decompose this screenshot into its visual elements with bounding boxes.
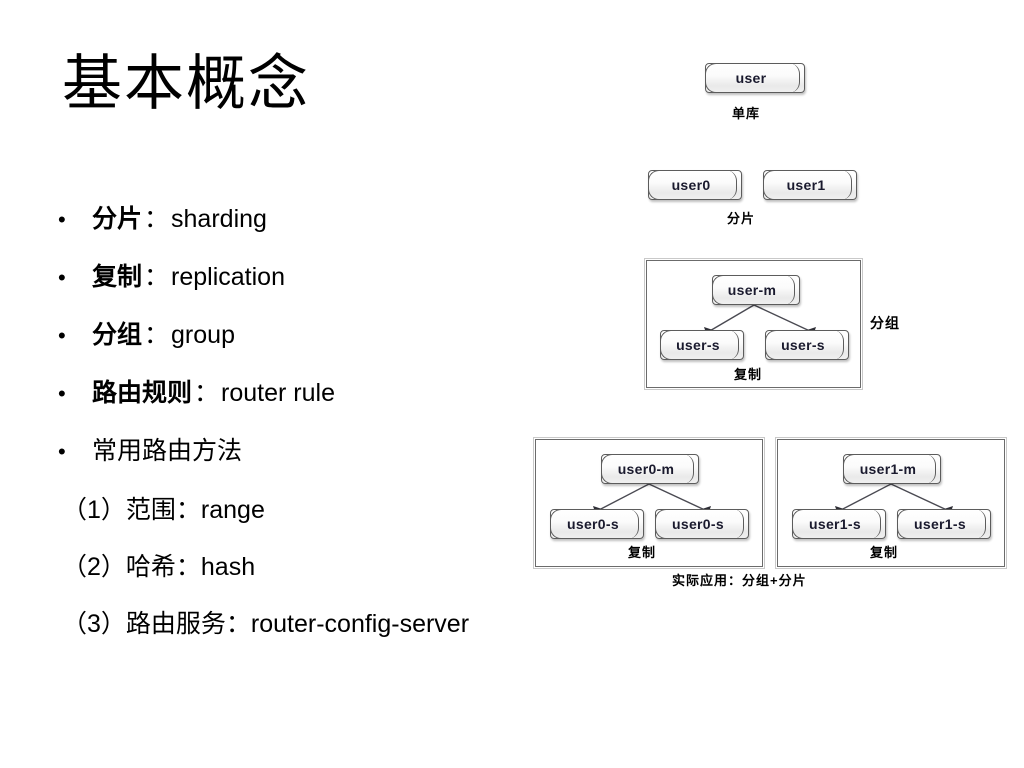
bullet-definition: replication: [171, 263, 285, 291]
bullet-term: 复制: [92, 263, 143, 291]
caption-applied: 实际应用：分组+分片: [672, 573, 807, 588]
node-label: user1-m: [859, 461, 917, 477]
bullet-marker-icon: •: [58, 381, 66, 406]
sub-list: （1）范围：range （2）哈希：hash （3）路由服务：router-co…: [62, 482, 682, 653]
bullet-marker-icon: •: [58, 323, 66, 348]
node-user-m: user-m: [712, 275, 800, 305]
list-item: （3）路由服务：router-config-server: [62, 610, 470, 638]
caption-replication-applied-1: 复制: [870, 545, 899, 560]
bullet-term: 分片: [92, 205, 143, 233]
diagram-area: user 单库 user0 user1 分片 user-m user-s use…: [500, 0, 1024, 768]
bullet-separator: ：: [144, 321, 170, 349]
node-label: user0-s: [567, 516, 619, 532]
node-label: user-s: [781, 337, 825, 353]
node-label: user0-s: [672, 516, 724, 532]
page-title: 基本概念: [62, 50, 310, 117]
bullet-separator: ：: [144, 263, 170, 291]
bullet-marker-icon: •: [58, 439, 66, 464]
node-label: user1-s: [809, 516, 861, 532]
node-label: user: [735, 70, 767, 86]
node-label: user1-s: [914, 516, 966, 532]
node-label: user0-m: [617, 461, 675, 477]
bullet-term: 常用路由方法: [92, 437, 243, 465]
node-user1: user1: [763, 170, 857, 200]
node-user0: user0: [648, 170, 742, 200]
bullet-definition: group: [171, 321, 235, 349]
node-user1-s-right: user1-s: [897, 509, 991, 539]
caption-sharding: 分片: [727, 211, 756, 226]
node-user1-s-left: user1-s: [792, 509, 886, 539]
list-item: • 复制 ： replication: [58, 248, 618, 306]
bullet-list: • 分片 ： sharding • 复制 ： replication • 分组 …: [58, 190, 618, 480]
node-label: user1: [786, 177, 826, 193]
list-item: • 常用路由方法: [58, 422, 618, 480]
bullet-marker-icon: •: [58, 207, 66, 232]
node-user0-s-right: user0-s: [655, 509, 749, 539]
list-item: • 分组 ： group: [58, 306, 618, 364]
bullet-term: 分组: [92, 321, 143, 349]
list-item: （1）范围：range: [62, 496, 265, 524]
bullet-marker-icon: •: [58, 265, 66, 290]
caption-replication-applied-0: 复制: [628, 545, 657, 560]
node-label: user-m: [727, 282, 777, 298]
node-label: user0: [671, 177, 711, 193]
node-user0-s-left: user0-s: [550, 509, 644, 539]
bullet-definition: router rule: [221, 379, 335, 407]
bullet-separator: ：: [194, 379, 220, 407]
node-user1-m: user1-m: [843, 454, 941, 484]
node-user: user: [705, 63, 805, 93]
caption-replication-group: 复制: [734, 367, 763, 382]
caption-single-db: 单库: [732, 106, 761, 121]
node-user-s-right: user-s: [765, 330, 849, 360]
list-item: （2）哈希：hash: [62, 553, 256, 581]
node-user-s-left: user-s: [660, 330, 744, 360]
bullet-term: 路由规则: [92, 379, 193, 407]
bullet-definition: sharding: [171, 205, 267, 233]
node-label: user-s: [676, 337, 720, 353]
node-user0-m: user0-m: [601, 454, 699, 484]
list-item: • 路由规则 ： router rule: [58, 364, 618, 422]
list-item: • 分片 ： sharding: [58, 190, 618, 248]
bullet-separator: ：: [144, 205, 170, 233]
caption-group: 分组: [870, 315, 900, 331]
